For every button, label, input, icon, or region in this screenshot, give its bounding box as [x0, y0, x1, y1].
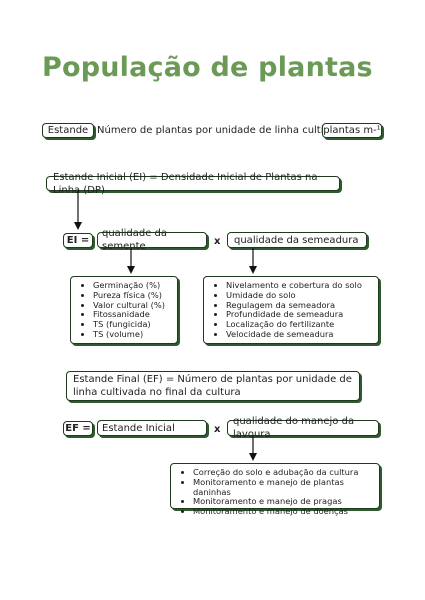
initial-stand-definition-box: Estande Inicial (EI) = Densidade Inicial… — [46, 172, 340, 196]
list-item: Monitoramento e manejo de doenças — [193, 506, 373, 517]
management-list-box: Correção do solo e adubação da cultura M… — [170, 463, 380, 516]
list-item: Umidade do solo — [226, 290, 372, 301]
list-item: Germinação (%) — [93, 280, 171, 291]
ei-formula-label-box: EI = — [63, 233, 93, 248]
seed-quality-box: qualidade da semente — [97, 228, 207, 252]
sowing-quality-box: qualidade da semeadura — [227, 232, 367, 248]
management-list: Correção do solo e adubação da cultura M… — [171, 467, 373, 517]
list-item: Valor cultural (%) — [93, 300, 171, 311]
management-quality-label: qualidade do manejo da lavoura — [233, 416, 355, 440]
initial-stand-factor-box: Estande Inicial — [97, 420, 207, 436]
ei-multiply-operator: x — [214, 236, 221, 247]
stand-definition: Número de plantas por unidade de linha c… — [97, 125, 349, 136]
list-item: Monitoramento e manejo de pragas — [193, 497, 373, 507]
sowing-quality-list-box: Nivelamento e cobertura do solo Umidade … — [203, 276, 379, 344]
ef-formula-label: EF = — [65, 423, 91, 434]
stand-unit-box: plantas m-¹ — [322, 123, 382, 138]
list-item: Profundidade de semeadura — [226, 310, 372, 320]
final-stand-definition: Estande Final (EF) = Número de plantas p… — [73, 374, 352, 398]
initial-stand-definition: Estande Inicial (EI) = Densidade Inicial… — [53, 171, 318, 196]
list-item: TS (volume) — [93, 329, 171, 340]
sowing-quality-list: Nivelamento e cobertura do solo Umidade … — [204, 280, 372, 340]
ei-formula-label: EI = — [66, 235, 90, 246]
list-item: Fitossanidade — [93, 310, 171, 320]
list-item: Correção do solo e adubação da cultura — [193, 467, 373, 478]
list-item: Pureza física (%) — [93, 290, 171, 301]
stand-unit: plantas m-¹ — [323, 125, 381, 136]
final-stand-definition-box: Estande Final (EF) = Número de plantas p… — [66, 371, 360, 401]
sowing-quality-label: qualidade da semeadura — [234, 234, 359, 246]
management-quality-box: qualidade do manejo da lavoura — [227, 416, 379, 440]
seed-quality-list: Germinação (%) Pureza física (%) Valor c… — [71, 280, 171, 340]
initial-stand-factor-label: Estande Inicial — [102, 422, 175, 434]
stand-label-box: Estande — [42, 123, 94, 138]
seed-quality-label: qualidade da semente — [102, 228, 167, 252]
stand-label: Estande — [47, 125, 89, 136]
list-item: Localização do fertilizante — [226, 319, 372, 330]
ef-multiply-operator: x — [214, 424, 221, 435]
list-item: TS (fungicida) — [93, 319, 171, 330]
list-item: Velocidade de semeadura — [226, 329, 372, 340]
ef-formula-label-box: EF = — [63, 421, 93, 436]
list-item: Monitoramento e manejo de plantas daninh… — [193, 477, 373, 498]
seed-quality-list-box: Germinação (%) Pureza física (%) Valor c… — [70, 276, 178, 344]
list-item: Nivelamento e cobertura do solo — [226, 280, 372, 291]
list-item: Regulagem da semeadora — [226, 300, 372, 311]
page-title: População de plantas — [42, 52, 373, 83]
